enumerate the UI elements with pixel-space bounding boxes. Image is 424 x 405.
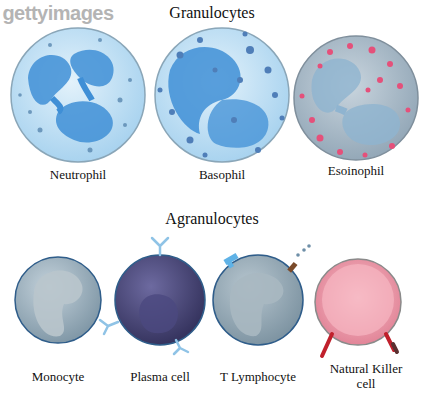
cell-name: Monocyte (13, 370, 103, 385)
watermark: gettyimages (2, 2, 114, 25)
basophil-cell (155, 28, 289, 162)
cell-name: Basophil (167, 168, 277, 183)
plasma-cell (100, 238, 205, 354)
cell-name: Plasma cell (115, 370, 205, 385)
neutrophil-cell (11, 28, 145, 162)
cell-name: Neutrophil (23, 168, 133, 183)
eosinophil-cell (294, 36, 418, 160)
monocyte-cell (15, 257, 101, 343)
nk-cell (315, 259, 401, 356)
section-heading: Granulocytes (132, 4, 292, 22)
cell-name: T Lymphocyte (210, 370, 306, 385)
t-lymphocyte-cell (213, 244, 311, 345)
cell-name: Natural Killer cell (328, 362, 404, 392)
cell-name: Esoinophil (301, 164, 411, 179)
section-heading: Agranulocytes (132, 210, 292, 228)
